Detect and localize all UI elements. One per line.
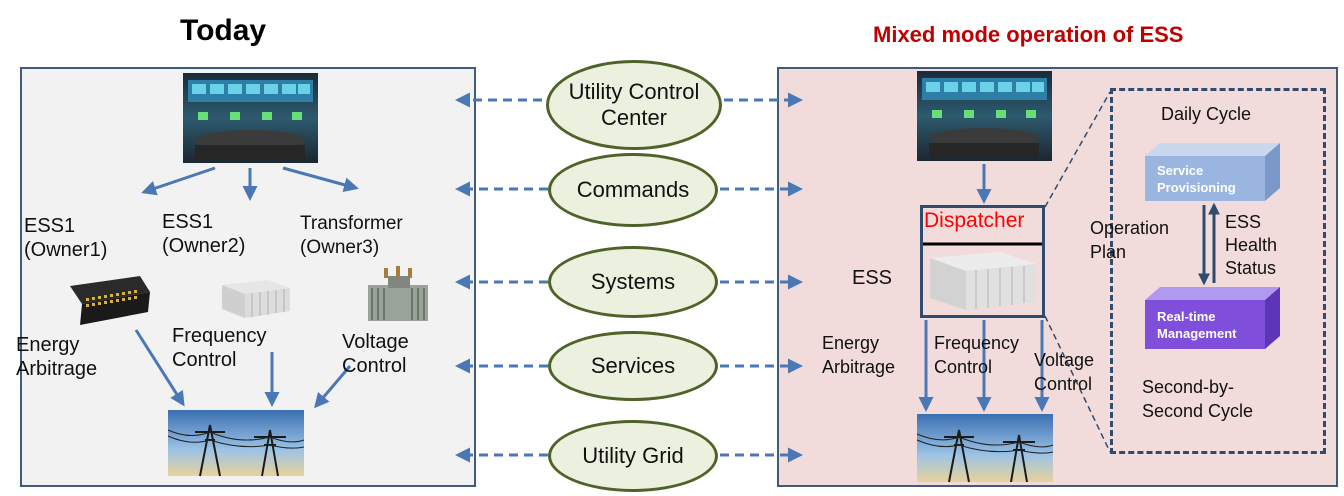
label-line1: Operation <box>1090 218 1170 238</box>
zoom-lines <box>1044 91 1111 453</box>
label-line1: ESS <box>1225 212 1262 232</box>
right-service-energy-arbitrage: Energy Arbitrage <box>822 331 895 379</box>
label-line2: Management <box>1157 326 1237 341</box>
battery-image-owner1 <box>70 276 150 325</box>
power-grid-image-right <box>916 414 1054 483</box>
dispatcher-label: Dispatcher <box>924 209 1025 232</box>
right-title: Mixed mode operation of ESS <box>873 22 1184 47</box>
right-flow-arrows <box>918 164 1050 412</box>
control-room-image-right <box>917 71 1052 161</box>
service-line1: Frequency <box>934 333 1020 353</box>
asset-name: ESS1 <box>24 215 76 237</box>
right-ess-label: ESS <box>852 267 893 289</box>
ess-health-status-label: ESS Health Status <box>1225 211 1277 280</box>
label-line2: Plan <box>1090 242 1127 262</box>
service-line2: Control <box>342 355 407 377</box>
left-flow-arrows <box>134 166 359 409</box>
realtime-management-cube <box>1145 287 1280 349</box>
service-provisioning-label: Service Provisioning <box>1157 162 1236 196</box>
ellipse-label: Utility Grid <box>582 443 684 468</box>
asset-label-owner3: Transformer (Owner3) <box>300 212 403 260</box>
ellipse-label: Systems <box>590 269 676 294</box>
ellipse-label: Services <box>590 353 676 378</box>
container-image-owner2 <box>222 280 290 318</box>
ellipse-label: Commands <box>576 177 690 202</box>
asset-label-owner1: ESS1 (Owner1) <box>24 214 107 262</box>
service-line2: Control <box>934 357 993 377</box>
container-image-dispatcher <box>930 252 1036 310</box>
service-line2: Control <box>1034 374 1093 394</box>
cube-arrows <box>1198 202 1220 286</box>
asset-owner: (Owner1) <box>24 239 108 261</box>
label-line1: Second-by- <box>1142 377 1235 397</box>
label-line2: Second Cycle <box>1142 401 1254 421</box>
service-line1: Energy <box>822 333 880 353</box>
ellipse-label-line2: Center <box>600 105 668 130</box>
service-line2: Control <box>172 349 237 371</box>
left-service-voltage-control: Voltage Control <box>342 330 409 378</box>
ellipse-systems: Systems <box>548 246 718 318</box>
label-line2: Provisioning <box>1157 180 1236 195</box>
second-cycle-label: Second-by- Second Cycle <box>1142 375 1253 423</box>
power-grid-image-left <box>167 410 305 477</box>
center-dashed-arrows <box>455 92 803 463</box>
asset-owner: (Owner2) <box>162 235 246 257</box>
service-line1: Voltage <box>342 331 409 353</box>
service-line1: Energy <box>16 334 80 356</box>
right-service-frequency-control: Frequency Control <box>934 331 1019 379</box>
label-line2: Health <box>1225 235 1278 255</box>
service-provisioning-cube <box>1145 143 1280 201</box>
asset-name: ESS1 <box>162 211 214 233</box>
ellipse-services: Services <box>548 331 718 401</box>
ellipse-label-line1: Utility Control <box>568 79 700 104</box>
asset-label-owner2: ESS1 (Owner2) <box>162 210 245 258</box>
daily-cycle-label: Daily Cycle <box>1161 104 1252 124</box>
service-line2: Arbitrage <box>822 357 896 377</box>
label-line3: Status <box>1225 258 1277 278</box>
label-line1: Real-time <box>1157 309 1216 324</box>
service-line1: Frequency <box>172 325 267 347</box>
label-line1: Service <box>1157 163 1204 178</box>
asset-owner: (Owner3) <box>300 237 380 258</box>
ellipse-commands: Commands <box>548 153 718 227</box>
cycle-box <box>1110 88 1326 454</box>
control-room-image-left <box>183 73 318 163</box>
transformer-image <box>368 266 428 321</box>
mixed-mode-panel <box>777 67 1338 487</box>
realtime-management-label: Real-time Management <box>1157 308 1236 342</box>
asset-name: Transformer <box>300 213 403 234</box>
operation-plan-label: Operation Plan <box>1090 216 1169 264</box>
service-line2: Arbitrage <box>16 358 98 380</box>
right-service-voltage-control: Voltage Control <box>1034 348 1094 396</box>
ellipse-utility-grid: Utility Grid <box>548 420 718 492</box>
left-service-frequency-control: Frequency Control <box>172 324 267 372</box>
dispatcher-box <box>920 205 1045 318</box>
left-service-energy-arbitrage: Energy Arbitrage <box>16 333 97 381</box>
service-line1: Voltage <box>1034 350 1095 370</box>
left-title: Today <box>180 14 267 47</box>
